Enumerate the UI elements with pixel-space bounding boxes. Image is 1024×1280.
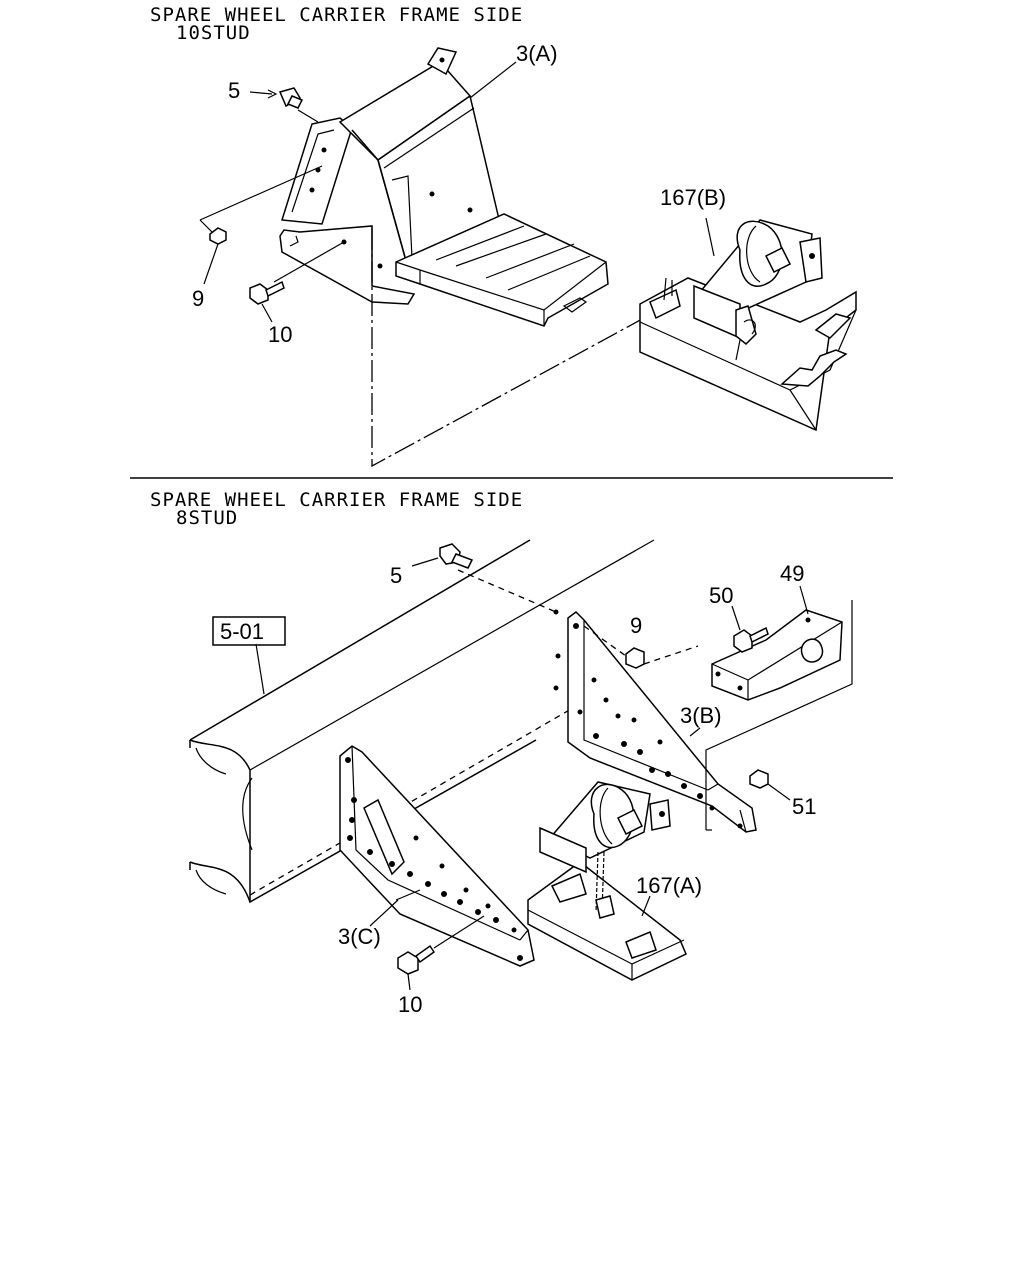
section-2-title: SPARE WHEEL CARRIER FRAME SIDE xyxy=(150,489,524,511)
nut-9-top xyxy=(203,227,227,285)
bolt-5-top xyxy=(249,87,304,109)
leader-3b xyxy=(689,727,701,737)
callout-1-3a: 3(A) xyxy=(516,41,558,66)
callout-2-5: 5 xyxy=(390,563,402,588)
callout-2-51: 51 xyxy=(792,794,816,819)
winch-assembly-167a xyxy=(527,781,687,981)
section-2-drawing xyxy=(189,539,853,991)
leader-167a xyxy=(641,895,651,917)
callout-2-167a: 167(A) xyxy=(636,873,702,898)
callout-1-9: 9 xyxy=(192,286,204,311)
bolt-5-bottom xyxy=(411,543,474,569)
callout-2-3c: 3(C) xyxy=(338,924,381,949)
section-2-subtitle: 8STUD xyxy=(176,507,239,529)
section-1-title: SPARE WHEEL CARRIER FRAME SIDE xyxy=(150,4,524,26)
bolt-50 xyxy=(731,605,769,653)
fastener-axis-line-5 xyxy=(297,109,319,123)
bracket-49 xyxy=(705,600,853,831)
leader-3a xyxy=(469,61,517,99)
leader-49 xyxy=(799,585,809,615)
nut-51 xyxy=(749,769,791,801)
fastener-axis-line-9 xyxy=(199,165,323,221)
callout-2-10: 10 xyxy=(398,992,422,1017)
assembly-chain-line xyxy=(371,228,661,468)
callout-2-5-01: 5-01 xyxy=(220,619,264,644)
carrier-housing-3a xyxy=(279,47,609,327)
callout-1-167b: 167(B) xyxy=(660,185,726,210)
callout-2-49: 49 xyxy=(780,561,804,586)
section-1-subtitle: 10STUD xyxy=(176,22,251,44)
callout-2-9: 9 xyxy=(630,613,642,638)
fastener-axis-line-10 xyxy=(273,241,345,283)
nut-9-bottom xyxy=(583,625,699,669)
leader-167b xyxy=(705,217,715,257)
leader-3c xyxy=(369,899,399,927)
leader-5-01 xyxy=(255,643,265,695)
callout-2-3b: 3(B) xyxy=(680,703,722,728)
bracket-3c xyxy=(339,745,535,967)
bolt-10-top xyxy=(249,280,285,323)
callout-1-10: 10 xyxy=(268,322,292,347)
bracket-3b xyxy=(567,611,757,833)
callout-2-50: 50 xyxy=(709,583,733,608)
winch-assembly-167b xyxy=(639,219,857,432)
frame-rail-5-01 xyxy=(189,539,655,904)
reference-box-5-01 xyxy=(212,616,286,646)
bolt-10-bottom xyxy=(397,915,485,991)
section-1-drawing xyxy=(199,47,857,468)
callout-1-5: 5 xyxy=(228,78,240,103)
